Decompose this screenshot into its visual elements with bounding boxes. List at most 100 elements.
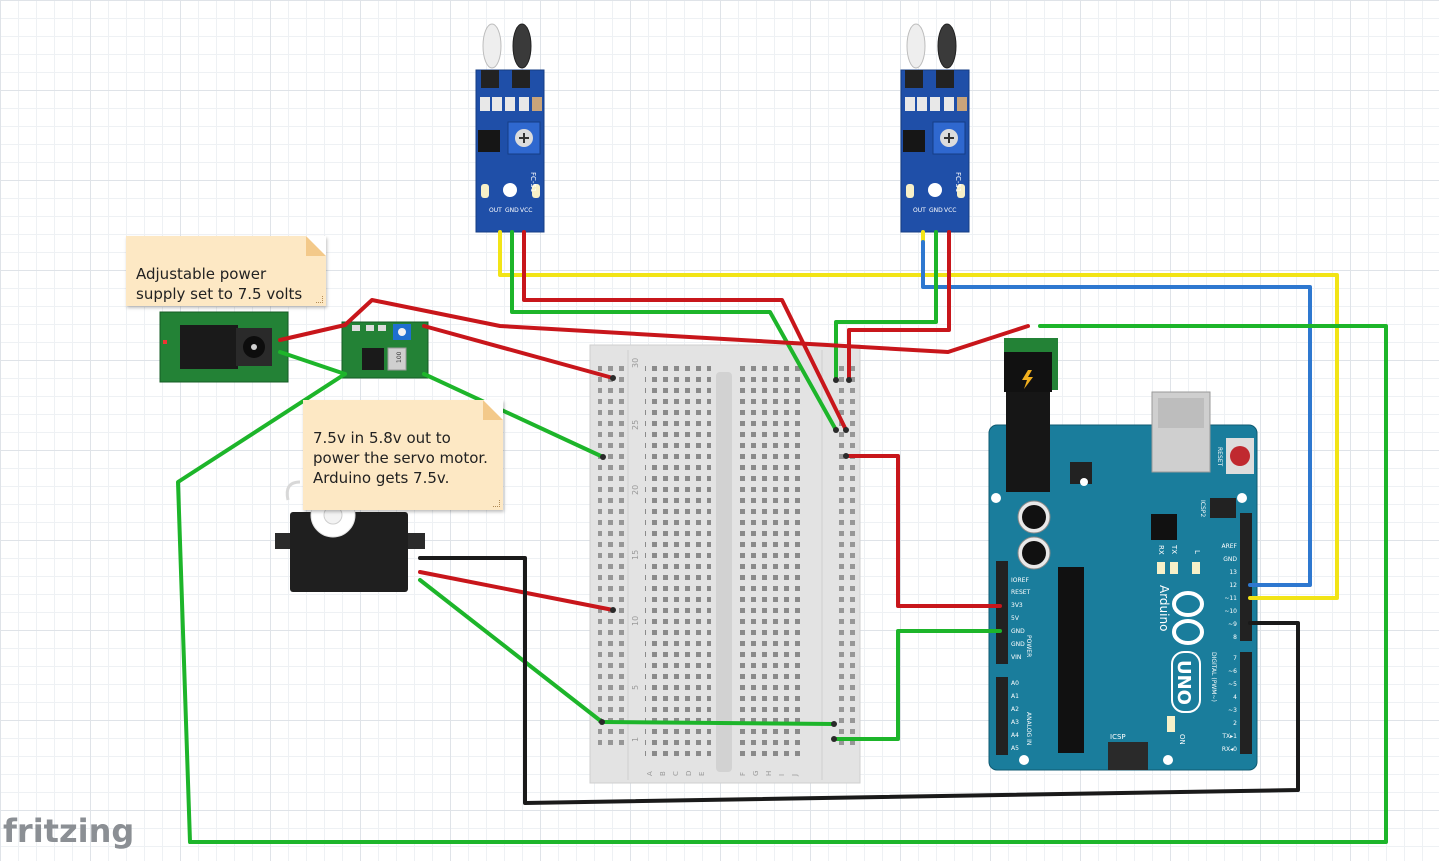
wire-green-conv-out[interactable]	[422, 372, 605, 459]
col-letter: D	[685, 771, 693, 776]
col-letter: H	[765, 771, 773, 776]
digital-header-top[interactable]	[1240, 513, 1252, 641]
pin-5: ~5	[1228, 681, 1237, 688]
col-letter: G	[752, 771, 760, 776]
col-letter: F	[739, 772, 747, 776]
pin-reset: RESET	[1011, 589, 1031, 596]
pin-a4: A4	[1011, 732, 1019, 739]
wire-red-conv-out[interactable]	[422, 324, 615, 380]
pin-ioref: IOREF	[1011, 577, 1029, 584]
pin-vin: VIN	[1011, 654, 1021, 661]
pin-a0: A0	[1011, 680, 1019, 687]
pin-12: 12	[1229, 582, 1237, 589]
power-label: POWER	[1025, 635, 1032, 657]
breadboard-column-letters: A B C D E F G H I J	[646, 771, 799, 777]
wire-black-servo[interactable]	[418, 556, 1300, 805]
ir-sensor-left[interactable]: FC-51 OUT GND VCC	[475, 23, 545, 233]
resize-grip-icon[interactable]	[493, 500, 500, 507]
row-number: 1	[631, 737, 640, 742]
pin-aref: AREF	[1221, 543, 1237, 550]
wire-green-long[interactable]	[176, 324, 1388, 844]
pin-gnd-d: GND	[1223, 556, 1237, 563]
pin-11: ~11	[1224, 595, 1237, 602]
wires	[176, 230, 1388, 844]
wire-green-conv-in[interactable]	[278, 350, 347, 376]
pin-3v3: 3V3	[1011, 602, 1023, 609]
col-letter: A	[646, 771, 654, 776]
ir-sensor-right[interactable]: FC-51 OUT GND VCC	[900, 23, 970, 233]
buck-converter[interactable]: 100	[341, 321, 429, 379]
wire-green-bus[interactable]	[600, 720, 836, 726]
analog-header[interactable]	[996, 677, 1008, 755]
wire-red-jack-arduino[interactable]	[343, 298, 1030, 354]
wire-red-3v3[interactable]	[844, 454, 1002, 608]
digital-pin-labels-bottom: 7 ~6 ~5 4 ~3 2 TX▸1 RX◂0	[1221, 655, 1237, 753]
wire-blue-out[interactable]	[921, 240, 1312, 587]
pin-a1: A1	[1011, 693, 1019, 700]
wire-green-gnd-right[interactable]	[834, 230, 938, 382]
pin-3: ~3	[1228, 707, 1237, 714]
col-letter: C	[672, 771, 680, 776]
row-number: 15	[631, 550, 640, 560]
arduino-uno[interactable]: RESET ICSP2 TX RX L Arduino UNO ON ICSP	[988, 338, 1258, 771]
converter-label: 100	[396, 351, 403, 363]
note-converter-text: 7.5v in 5.8v out to power the servo moto…	[313, 429, 488, 487]
sensor-pin-vcc: VCC	[944, 207, 956, 214]
icsp2-label: ICSP2	[1199, 500, 1206, 517]
tx-label: TX	[1170, 544, 1178, 554]
analog-label: ANALOG IN	[1025, 712, 1032, 745]
resize-grip-icon[interactable]	[316, 296, 323, 303]
reset-label: RESET	[1216, 447, 1223, 467]
note-fold-icon	[483, 400, 503, 420]
pin-4: 4	[1233, 694, 1237, 701]
digital-header-bottom[interactable]	[1240, 652, 1252, 754]
pin-1: TX▸1	[1221, 733, 1237, 740]
sensor-part-label: FC-51	[529, 172, 537, 192]
power-jack-module[interactable]	[159, 311, 289, 383]
wire-red-jack[interactable]	[278, 323, 347, 342]
pin-a3: A3	[1011, 719, 1019, 726]
row-number: 5	[631, 685, 640, 690]
pin-a2: A2	[1011, 706, 1019, 713]
row-number: 25	[631, 420, 640, 430]
wire-green-gnd-arduino[interactable]	[832, 629, 1002, 741]
note-fold-icon	[306, 236, 326, 256]
sensor-part-label: FC-51	[954, 172, 962, 192]
col-letter: E	[698, 772, 706, 776]
fritzing-watermark: fritzing	[3, 812, 135, 850]
wire-red-vcc-left[interactable]	[522, 230, 848, 432]
row-number: 20	[631, 485, 640, 495]
pin-5v: 5V	[1011, 615, 1020, 622]
trimmer-icon[interactable]	[398, 328, 406, 336]
pin-13: 13	[1229, 569, 1237, 576]
wire-red-servo[interactable]	[418, 570, 615, 612]
sensor-pin-gnd: GND	[929, 207, 943, 214]
col-letter: I	[778, 774, 786, 776]
pin-7: 7	[1233, 655, 1237, 662]
breadboard-row-labels: 30 25 20 15 10 5 1	[631, 358, 640, 742]
digital-pin-labels-top: AREF GND 13 12 ~11 ~10 ~9 8	[1221, 543, 1237, 641]
icsp-label: ICSP	[1110, 733, 1126, 741]
pin-9: ~9	[1228, 621, 1237, 628]
wire-yellow-out[interactable]	[498, 230, 1339, 600]
row-number: 10	[631, 616, 640, 626]
arduino-brand: Arduino	[1157, 585, 1171, 631]
power-pin-labels: IOREF RESET 3V3 5V GND GND VIN	[1011, 577, 1031, 661]
sensor-pin-gnd: GND	[505, 207, 519, 214]
wire-green-gnd-left[interactable]	[510, 230, 838, 432]
breadboard: 30 25 20 15 10 5 1 A B C D E F G H I J	[589, 344, 861, 784]
wire-red-vcc-right[interactable]	[847, 230, 951, 382]
l-label: L	[1193, 550, 1201, 554]
note-power-supply: Adjustable power supply set to 7.5 volts	[126, 236, 326, 306]
reset-button[interactable]	[1230, 446, 1250, 466]
wire-green-servo[interactable]	[418, 578, 604, 724]
power-bolt-icon	[1022, 370, 1033, 389]
pin-gnd-2: GND	[1011, 641, 1025, 648]
note-converter: 7.5v in 5.8v out to power the servo moto…	[303, 400, 503, 510]
arduino-model: UNO	[1173, 660, 1194, 705]
wire-endpoints	[599, 375, 852, 742]
power-header[interactable]	[996, 561, 1008, 664]
on-label: ON	[1178, 734, 1186, 745]
infinity-logo-icon	[1172, 591, 1204, 645]
